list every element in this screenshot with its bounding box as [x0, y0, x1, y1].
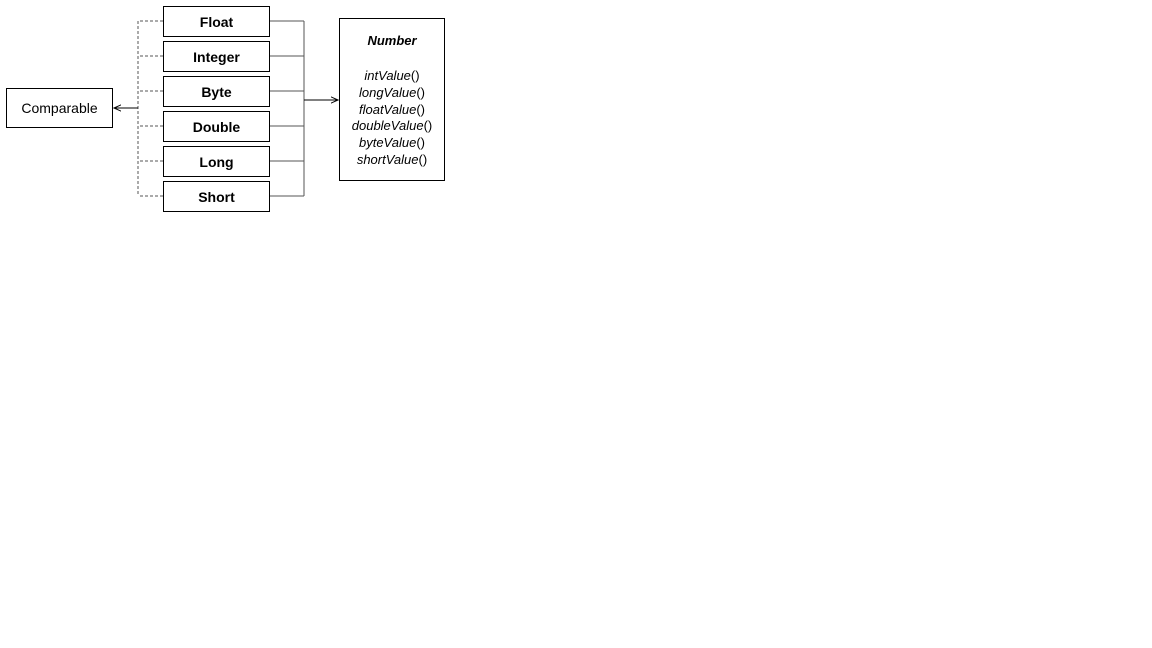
class-label-short: Short	[198, 188, 235, 205]
method-int-value: intValue()	[364, 68, 420, 83]
method-double-value: doubleValue()	[351, 118, 433, 134]
comparable-label: Comparable	[21, 100, 98, 116]
class-box-float: Float	[163, 6, 270, 37]
class-box-long: Long	[163, 146, 270, 177]
number-class-title: Number	[367, 33, 417, 48]
extends-links	[270, 20, 305, 197]
method-long-value: longValue()	[358, 84, 425, 100]
class-box-byte: Byte	[163, 76, 270, 107]
method-short-value: shortValue()	[356, 151, 428, 167]
number-class-box: Number intValue() longValue() floatValue…	[339, 18, 445, 181]
number-method-list: intValue() longValue() floatValue() doub…	[352, 68, 432, 169]
method-byte-value: byteValue()	[358, 135, 425, 151]
class-box-short: Short	[163, 181, 270, 212]
class-label-integer: Integer	[193, 48, 240, 65]
implements-links	[137, 20, 163, 197]
class-label-double: Double	[192, 118, 241, 135]
class-label-byte: Byte	[201, 83, 232, 100]
method-float-value: floatValue()	[358, 101, 425, 117]
class-box-integer: Integer	[163, 41, 270, 72]
class-box-double: Double	[163, 111, 270, 142]
class-label-long: Long	[199, 153, 234, 170]
comparable-box: Comparable	[6, 88, 113, 128]
class-label-float: Float	[199, 13, 234, 30]
